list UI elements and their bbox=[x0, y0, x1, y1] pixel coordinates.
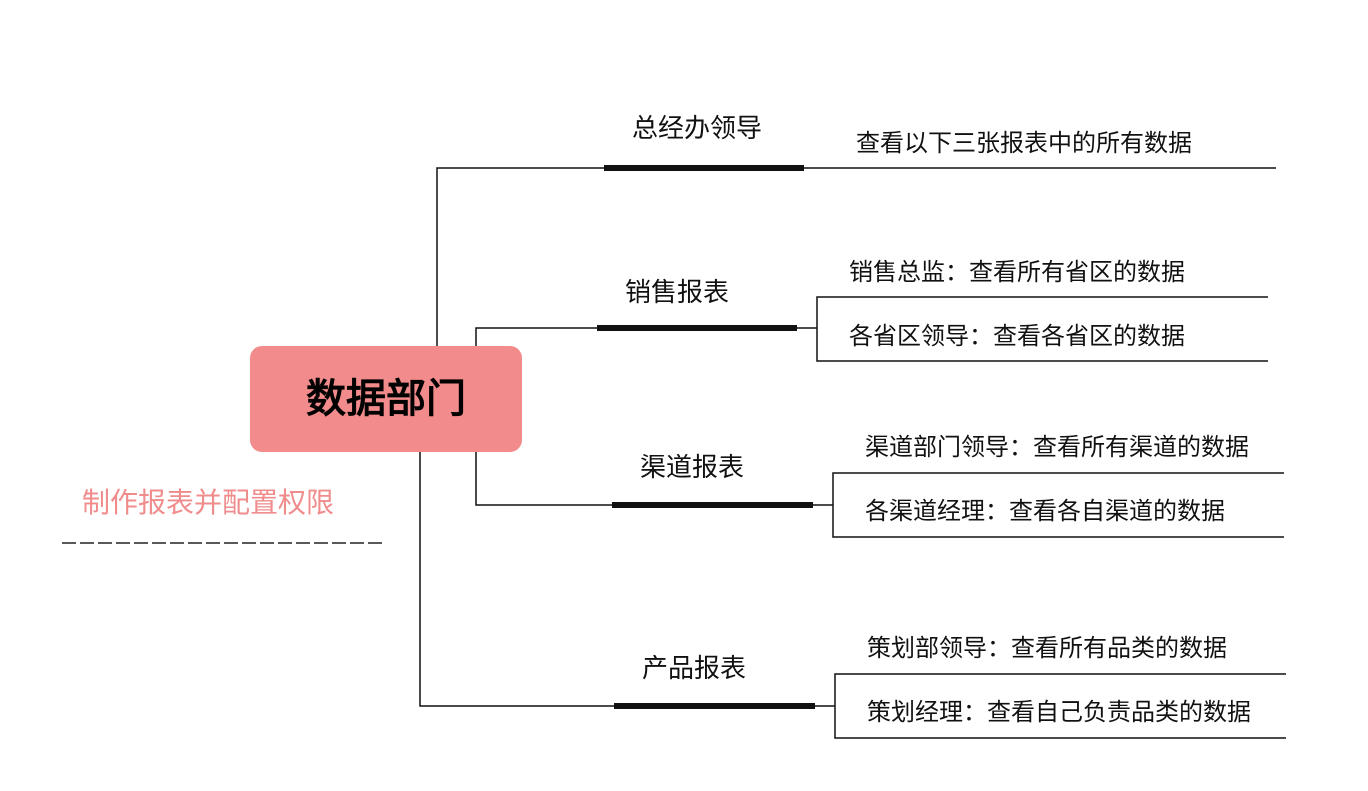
root-node[interactable]: 数据部门 bbox=[250, 346, 522, 452]
connector-leaf-1-bracket bbox=[816, 296, 1268, 362]
leaf-label-2-1[interactable]: 各渠道经理：查看各自渠道的数据 bbox=[865, 497, 1225, 525]
branch-label-2[interactable]: 渠道报表 bbox=[640, 453, 745, 483]
branch-label-0[interactable]: 总经办领导 bbox=[632, 114, 763, 144]
leaf-label-3-0[interactable]: 策划部领导：查看所有品类的数据 bbox=[867, 634, 1227, 662]
connector-branch-3 bbox=[419, 452, 614, 707]
connector-branch-1 bbox=[475, 327, 597, 346]
leaf-label-2-0[interactable]: 渠道部门领导：查看所有渠道的数据 bbox=[865, 433, 1249, 461]
root-label: 数据部门 bbox=[306, 376, 466, 422]
branch-label-3[interactable]: 产品报表 bbox=[642, 654, 747, 684]
note-label: 制作报表并配置权限 bbox=[82, 486, 335, 519]
leaf-label-1-0[interactable]: 销售总监：查看所有省区的数据 bbox=[849, 258, 1185, 286]
note-dashed-underline bbox=[62, 542, 384, 544]
branch-label-1[interactable]: 销售报表 bbox=[625, 278, 730, 308]
connector-branch-2 bbox=[475, 452, 612, 506]
connector-leaf-2-bracket bbox=[832, 472, 1284, 538]
connector-branch-0 bbox=[436, 167, 604, 346]
leaf-label-3-1[interactable]: 策划经理：查看自己负责品类的数据 bbox=[867, 698, 1251, 726]
leaf-label-0-0[interactable]: 查看以下三张报表中的所有数据 bbox=[856, 129, 1192, 157]
connector-leaf-3-bracket bbox=[834, 673, 1286, 739]
leaf-label-1-1[interactable]: 各省区领导：查看各省区的数据 bbox=[849, 322, 1185, 350]
